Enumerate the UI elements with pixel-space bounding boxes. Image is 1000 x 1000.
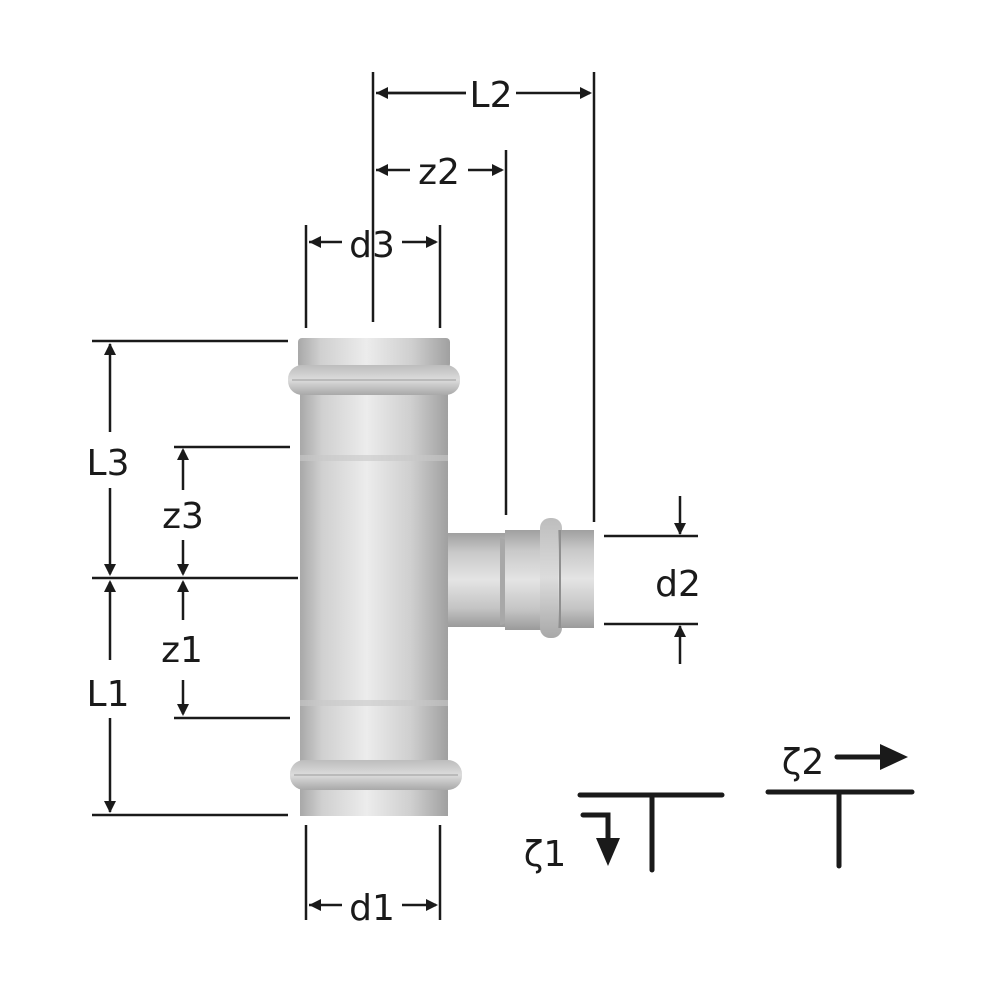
label-zeta2: ζ2 bbox=[782, 742, 825, 783]
label-d2: d2 bbox=[655, 564, 701, 605]
label-d1: d1 bbox=[349, 888, 395, 929]
label-z1: z1 bbox=[161, 630, 203, 671]
tee-fitting bbox=[288, 338, 594, 816]
label-L3: L3 bbox=[87, 443, 130, 484]
label-zeta1: ζ1 bbox=[524, 834, 567, 875]
zeta1-symbol bbox=[577, 792, 725, 873]
label-L2: L2 bbox=[470, 75, 513, 116]
label-d3: d3 bbox=[349, 225, 395, 266]
label-L1: L1 bbox=[87, 674, 130, 715]
dimension-lines bbox=[92, 72, 698, 920]
zeta2-symbol bbox=[765, 744, 915, 869]
main-run bbox=[288, 338, 462, 816]
branch-outlet bbox=[438, 518, 594, 638]
label-z3: z3 bbox=[162, 496, 204, 537]
label-z2: z2 bbox=[418, 152, 460, 193]
dimension-labels: L2 z2 d3 L3 z3 z1 L1 d2 d1 ζ1 ζ2 bbox=[87, 75, 825, 929]
